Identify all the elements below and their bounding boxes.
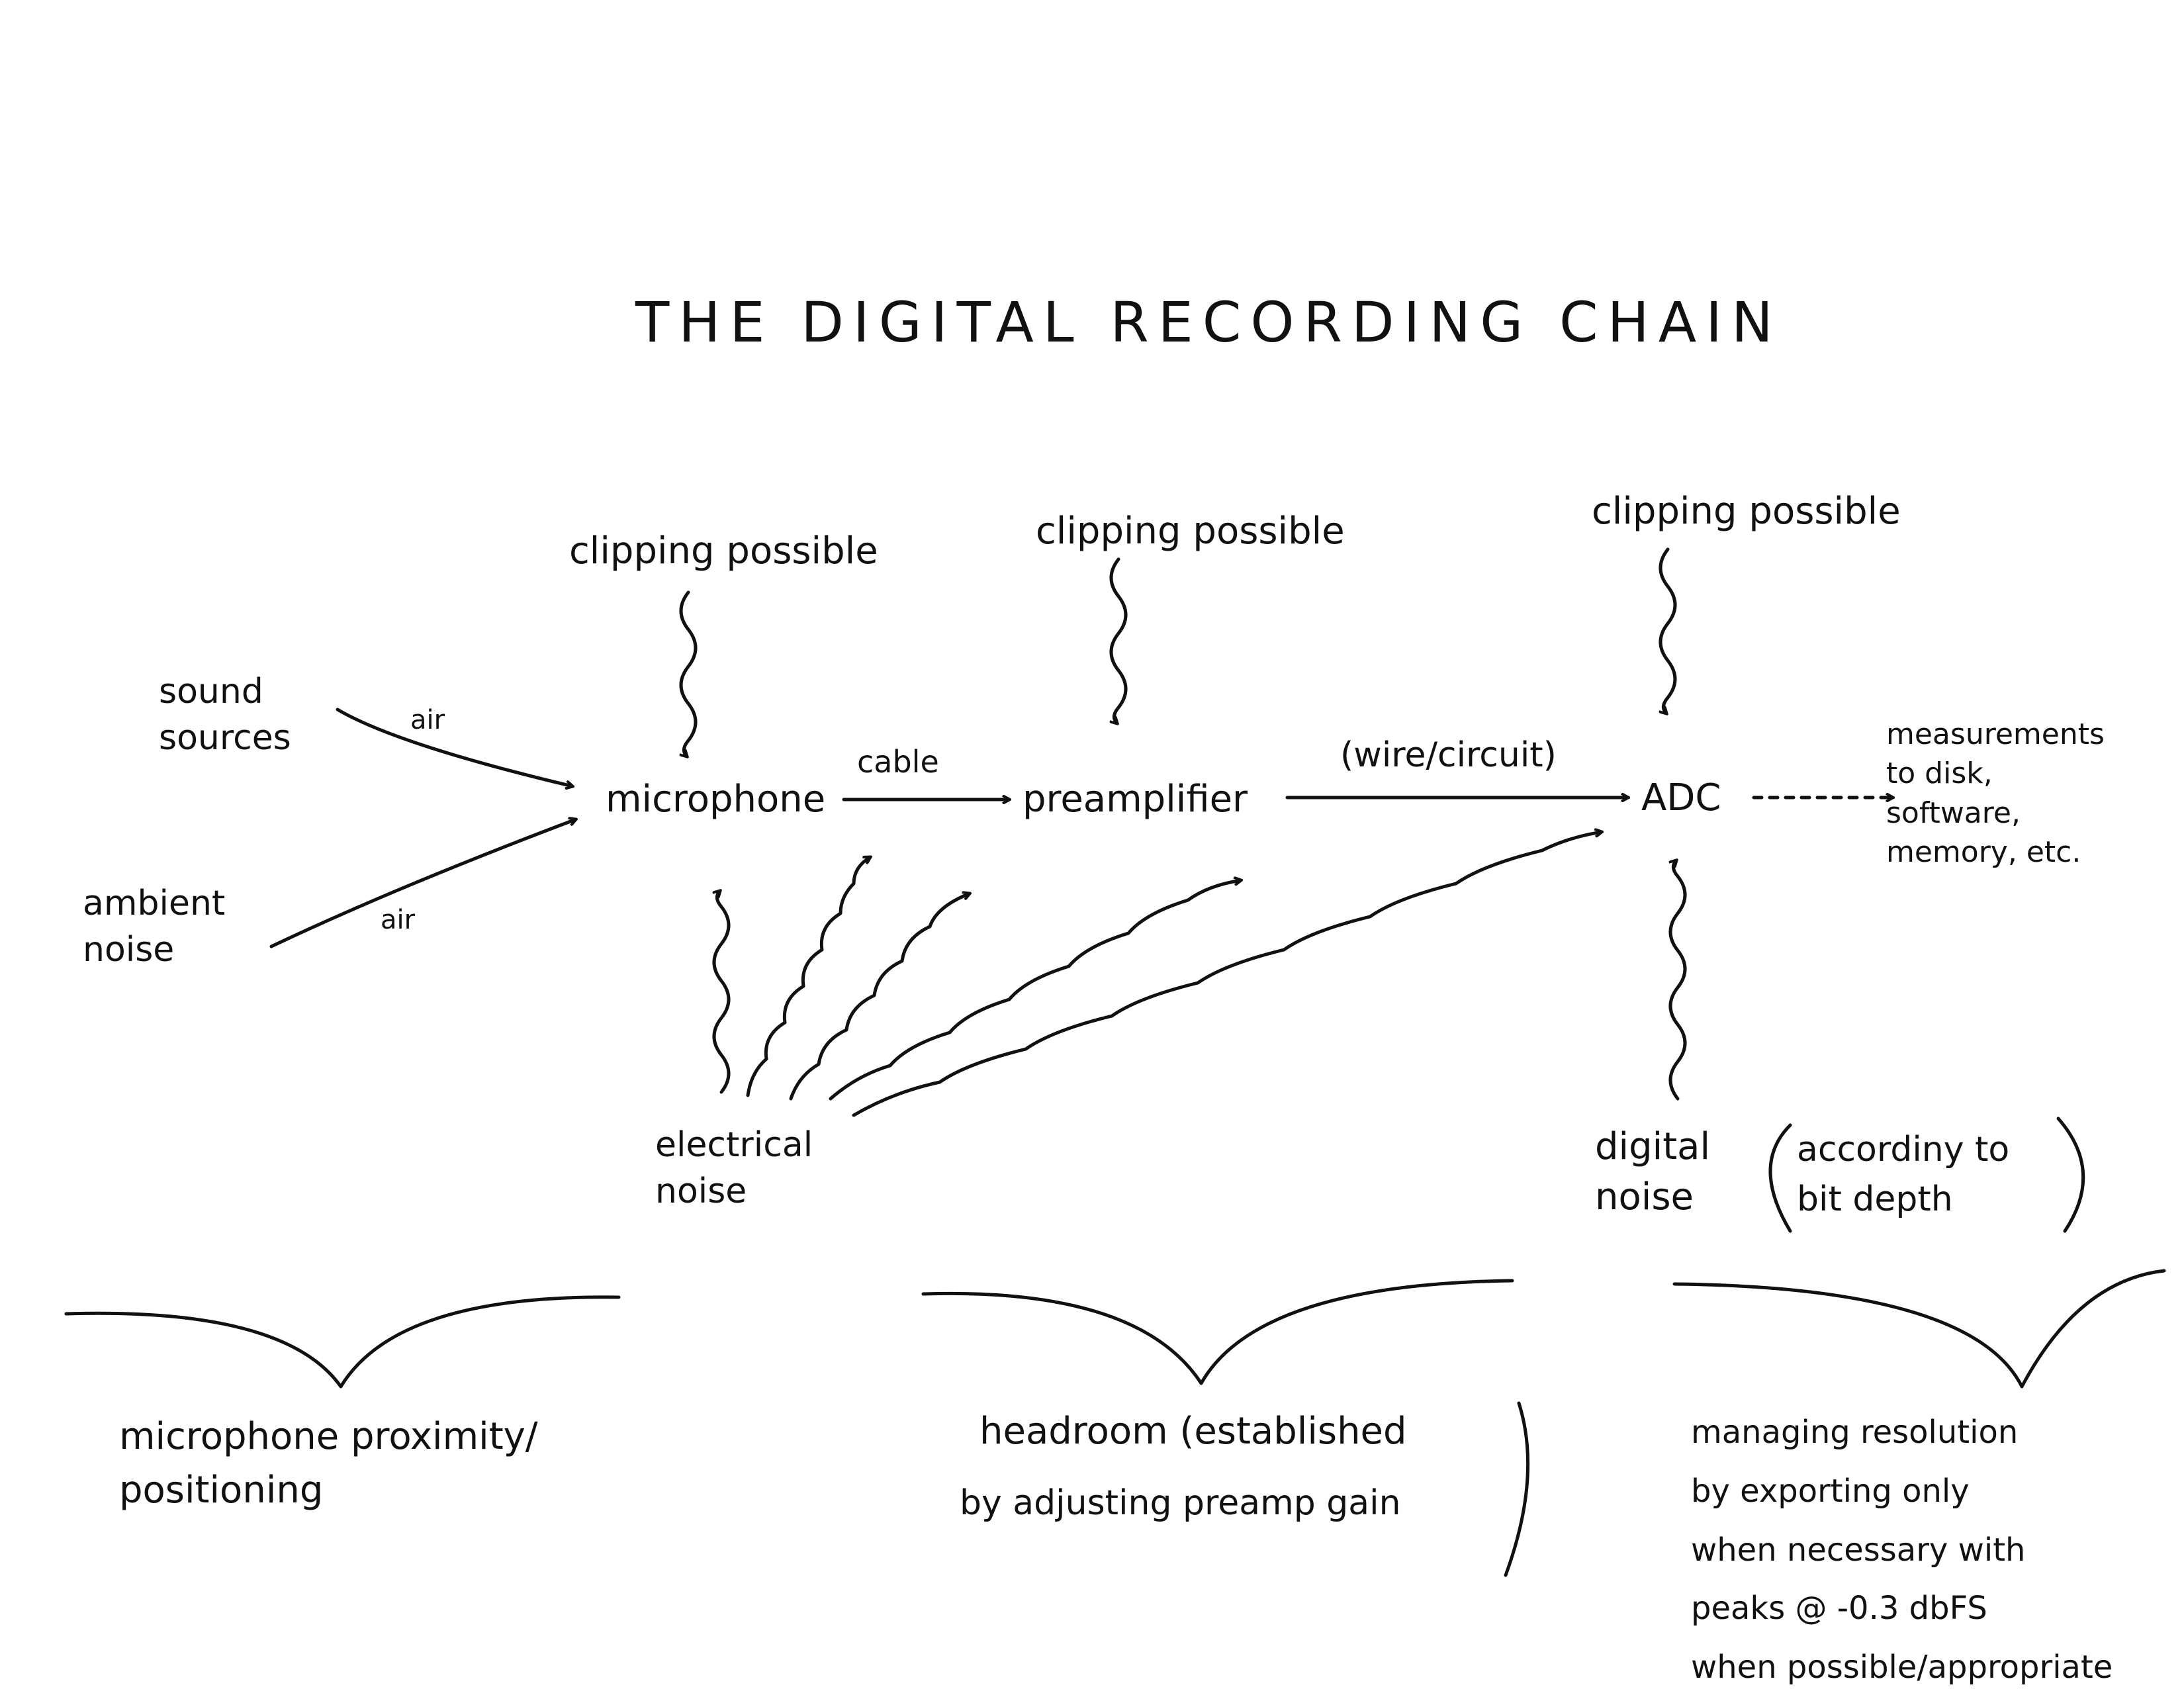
squiggle-clipping-preamplifier: [1111, 557, 1128, 723]
node-measurements: measurements to disk, software, memory, …: [1886, 717, 2105, 870]
brace-right: [1672, 1269, 2166, 1389]
node-electrical-noise: electrical noise: [655, 1125, 813, 1212]
edge-label-wire-circuit: (wire/circuit): [1340, 735, 1557, 775]
squiggle-electrical-to-preamplifier: [789, 894, 970, 1101]
note-managing-resolution: managing resolution by exporting only wh…: [1691, 1414, 2113, 1686]
paren-left-bit-depth: [1768, 1123, 1792, 1233]
edge-label-cable: cable: [857, 744, 939, 780]
clipping-label-adc: clipping possible: [1592, 490, 1901, 533]
node-digital-noise-note: accordiny to bit depth: [1797, 1130, 2010, 1220]
edge-label-air-top: air: [410, 705, 445, 735]
note-microphone-proximity: microphone proximity/ positioning: [119, 1415, 538, 1512]
node-preamplifier: preamplifier: [1023, 778, 1248, 821]
squiggle-electrical-to-cable: [746, 857, 870, 1097]
arrow-sound-sources-to-microphone: [336, 708, 572, 786]
squiggle-electrical-to-microphone: [714, 891, 731, 1094]
squiggle-electrical-to-adc: [852, 832, 1602, 1117]
clipping-label-microphone: clipping possible: [569, 529, 878, 573]
brace-middle: [921, 1279, 1514, 1385]
clipping-label-preamplifier: clipping possible: [1036, 510, 1345, 553]
note-headroom-line1: headroom (established: [979, 1410, 1407, 1453]
node-microphone: microphone: [606, 778, 826, 821]
squiggle-clipping-microphone: [681, 590, 698, 757]
node-adc: ADC: [1641, 776, 1721, 819]
arrow-ambient-noise-to-microphone: [269, 819, 576, 948]
edge-label-air-bottom: air: [381, 905, 416, 935]
diagram-title: THE DIGITAL RECORDING CHAIN: [635, 290, 1782, 355]
brace-left: [64, 1295, 621, 1389]
node-sound-sources: sound sources: [159, 672, 291, 758]
paren-right-bit-depth: [2056, 1117, 2085, 1233]
paren-right-headroom: [1504, 1401, 1530, 1577]
squiggle-electrical-to-wire: [829, 880, 1241, 1101]
squiggle-digital-noise-to-adc: [1670, 860, 1687, 1101]
node-digital-noise: digital noise: [1595, 1125, 1711, 1218]
squiggle-clipping-adc: [1661, 547, 1677, 713]
node-ambient-noise: ambient noise: [83, 884, 226, 970]
note-headroom-line2: by adjusting preamp gain: [960, 1483, 1401, 1523]
